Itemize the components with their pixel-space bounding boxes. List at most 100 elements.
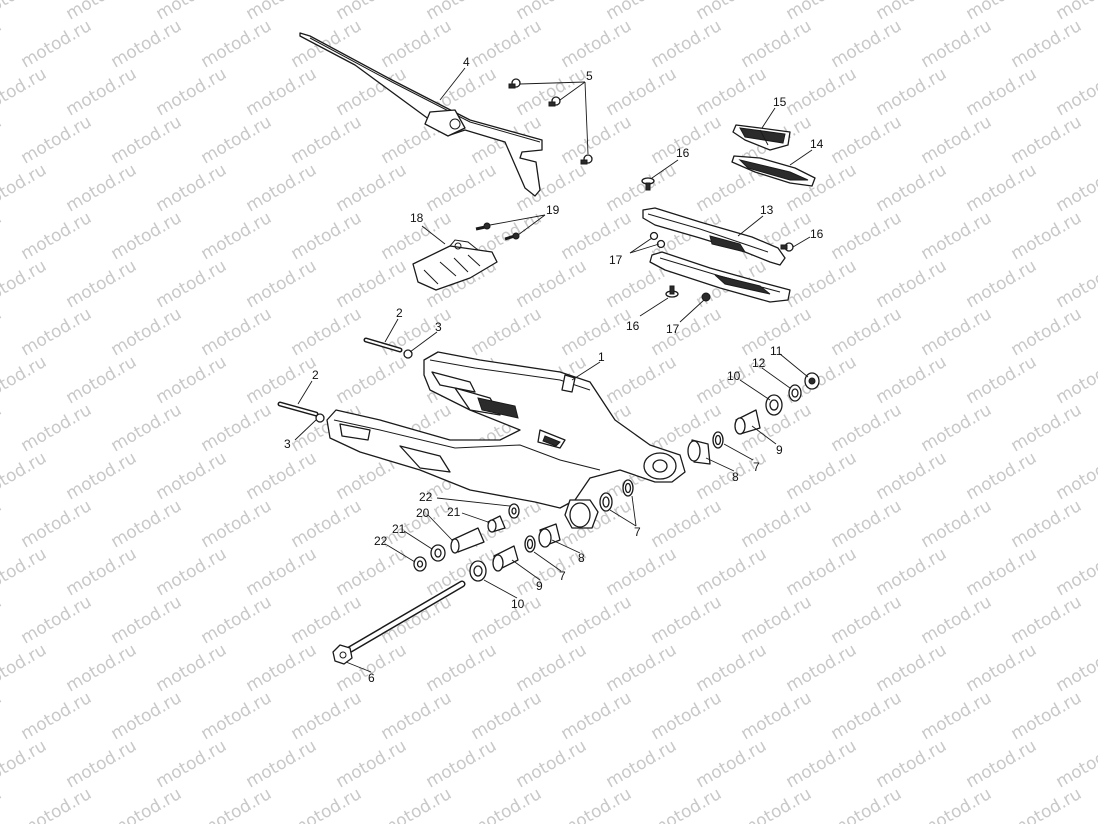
watermark-text: motod.ru: [873, 0, 951, 24]
watermark-text: motod.ru: [963, 640, 1041, 696]
callout-17-upper: 17: [609, 253, 623, 267]
watermark-text: motod.ru: [783, 0, 861, 24]
callout-10-right: 10: [727, 369, 741, 383]
callout-6: 6: [368, 671, 375, 685]
callout-21-lower: 21: [392, 522, 406, 536]
watermark-text: motod.ru: [828, 304, 906, 360]
watermark-text: motod.ru: [18, 304, 96, 360]
watermark-text: motod.ru: [828, 688, 906, 744]
callout-22-upper: 22: [419, 490, 433, 504]
watermark-text: motod.ru: [558, 16, 636, 72]
callout-11: 11: [770, 344, 783, 358]
bolt-2-lower: [277, 401, 325, 423]
watermark-text: motod.ru: [513, 736, 591, 792]
watermark-text: motod.ru: [918, 304, 996, 360]
watermark-text: motod.ru: [468, 688, 546, 744]
watermark-text: motod.ru: [153, 448, 231, 504]
watermark-text: motod.ru: [693, 0, 771, 24]
callout-16-lower: 16: [626, 319, 640, 333]
watermark-text: motod.ru: [873, 640, 951, 696]
watermark-text: motod.ru: [828, 16, 906, 72]
watermark-text: motod.ru: [288, 112, 366, 168]
watermark-text: motod.ru: [108, 688, 186, 744]
watermark-text: motod.ru: [0, 208, 5, 264]
watermark-text: motod.ru: [873, 448, 951, 504]
watermark-text: motod.ru: [468, 16, 546, 72]
watermark-text: motod.ru: [963, 64, 1041, 120]
bolt-19-set: [475, 222, 520, 241]
watermark-text: motod.ru: [423, 160, 501, 216]
callout-21-upper: 21: [447, 505, 461, 519]
watermark-text: motod.ru: [918, 784, 996, 824]
watermark-text: motod.ru: [333, 736, 411, 792]
watermark-text: motod.ru: [468, 784, 546, 824]
watermark-text: motod.ru: [18, 208, 96, 264]
watermark-text: motod.ru: [243, 64, 321, 120]
watermark-text: motod.ru: [783, 736, 861, 792]
watermark-text: motod.ru: [63, 256, 141, 312]
watermark-text: motod.ru: [63, 160, 141, 216]
watermark-text: motod.ru: [603, 352, 681, 408]
screw-icon: [580, 154, 593, 165]
watermark-text: motod.ru: [243, 544, 321, 600]
bolt-2-upper: [363, 337, 413, 359]
callout-7-right: 7: [753, 460, 760, 474]
watermark-text: motod.ru: [873, 64, 951, 120]
callout-labels: 4 5 15 14 16 13 16 17 16 17 18 19 2 3 2 …: [284, 55, 824, 685]
watermark-text: motod.ru: [378, 304, 456, 360]
callout-7-mid: 7: [634, 525, 641, 539]
watermark-text: motod.ru: [108, 16, 186, 72]
watermark-text: motod.ru: [558, 688, 636, 744]
slider-pad-14-part: [731, 155, 816, 187]
watermark-text: motod.ru: [0, 160, 50, 216]
watermark-text: motod.ru: [288, 208, 366, 264]
watermark-text: motod.ru: [0, 592, 5, 648]
watermark-text: motod.ru: [0, 16, 5, 72]
watermark-text: motod.ru: [108, 400, 186, 456]
watermark-text: motod.ru: [648, 16, 726, 72]
watermark-text: motod.ru: [153, 256, 231, 312]
watermark-text: motod.ru: [1008, 304, 1086, 360]
watermark-text: motod.ru: [198, 112, 276, 168]
watermark-text: motod.ru: [1008, 400, 1086, 456]
watermark-text: motod.ru: [783, 640, 861, 696]
watermark-text: motod.ru: [288, 784, 366, 824]
watermark-text: motod.ru: [783, 544, 861, 600]
watermark-text: motod.ru: [918, 208, 996, 264]
watermark-text: motod.ru: [1053, 736, 1098, 792]
watermark-text: motod.ru: [198, 592, 276, 648]
callout-9-left: 9: [536, 579, 543, 593]
watermark-text: motod.ru: [18, 400, 96, 456]
watermark-text: motod.ru: [963, 352, 1041, 408]
watermark-text: motod.ru: [873, 256, 951, 312]
watermark-text: motod.ru: [558, 208, 636, 264]
watermark-text: motod.ru: [198, 208, 276, 264]
watermark-text: motod.ru: [918, 688, 996, 744]
watermark-text: motod.ru: [333, 0, 411, 24]
watermark-text: motod.ru: [603, 64, 681, 120]
watermark-text: motod.ru: [243, 160, 321, 216]
watermark-text: motod.ru: [0, 304, 5, 360]
callout-4: 4: [463, 55, 470, 69]
watermark-text: motod.ru: [378, 784, 456, 824]
watermark-text: motod.ru: [513, 0, 591, 24]
watermark-text: motod.ru: [783, 64, 861, 120]
watermark-text: motod.ru: [108, 112, 186, 168]
callout-8-right: 8: [732, 470, 739, 484]
watermark-text: motod.ru: [153, 0, 231, 24]
watermark-text: motod.ru: [18, 496, 96, 552]
watermark-text: motod.ru: [783, 448, 861, 504]
watermark-text: motod.ru: [1053, 448, 1098, 504]
watermark-text: motod.ru: [18, 784, 96, 824]
watermark-text: motod.ru: [333, 352, 411, 408]
watermark-text: motod.ru: [873, 160, 951, 216]
callout-22-lower: 22: [374, 534, 388, 548]
watermark-text: motod.ru: [918, 496, 996, 552]
watermark-text: motod.ru: [333, 256, 411, 312]
watermark-text: motod.ru: [603, 160, 681, 216]
watermark-text: motod.ru: [918, 112, 996, 168]
watermark-text: motod.ru: [198, 688, 276, 744]
screw-5-set: [508, 78, 593, 165]
watermark-text: motod.ru: [468, 592, 546, 648]
watermark-text: motod.ru: [918, 16, 996, 72]
